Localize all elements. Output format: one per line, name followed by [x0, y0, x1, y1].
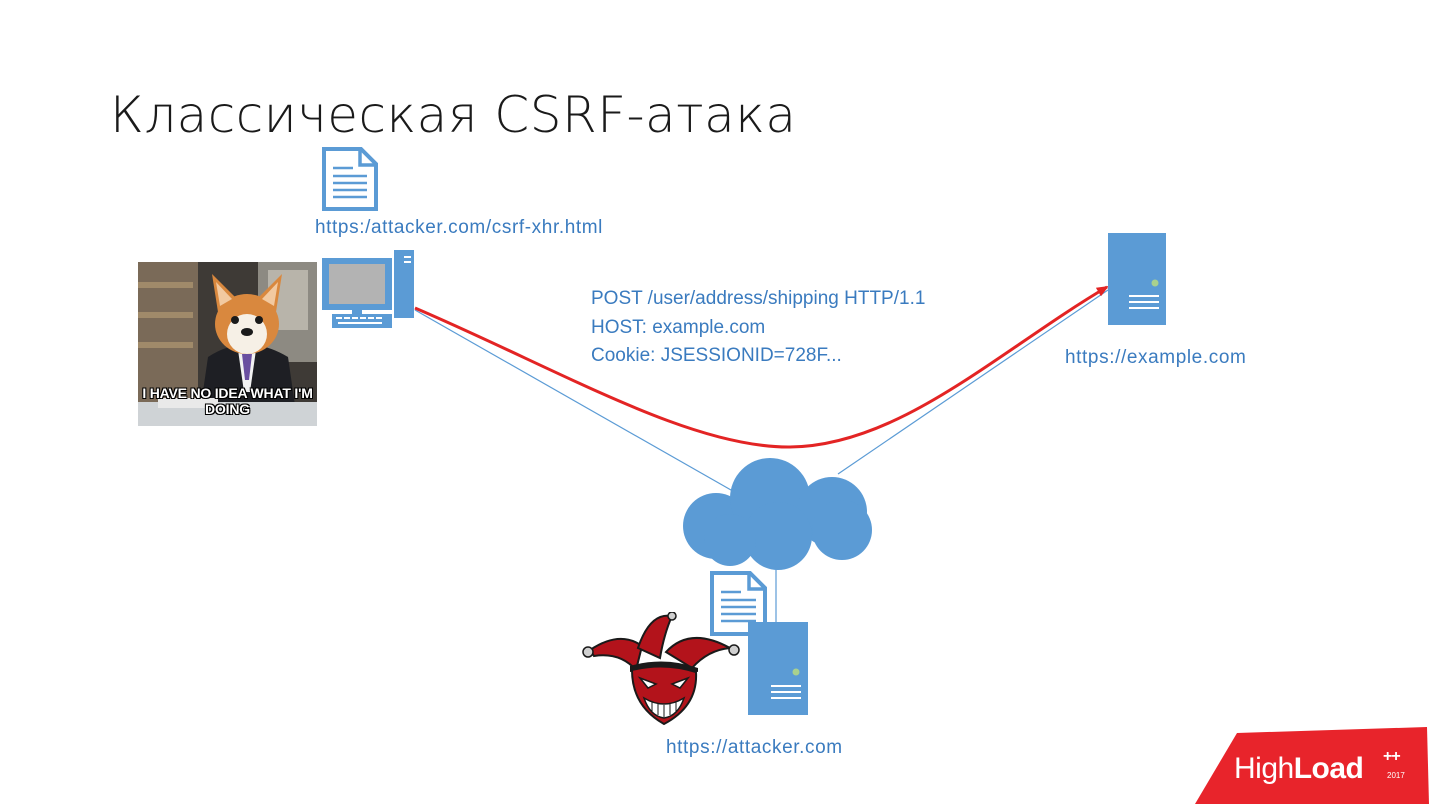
attacker-site-label: https://attacker.com	[666, 737, 843, 758]
server-icon	[748, 622, 808, 715]
highload-logo-text: HighLoad	[1234, 752, 1364, 786]
computer-icon	[322, 250, 414, 328]
logo-plus: ++	[1383, 748, 1401, 765]
request-details: POST /user/address/shipping HTTP/1.1 HOS…	[591, 285, 925, 371]
meme-caption-line1: I HAVE NO IDEA WHAT I'M	[142, 385, 313, 401]
cloud-icon	[683, 458, 872, 570]
connector-cloud-target	[837, 289, 1109, 475]
logo-year: 2017	[1387, 771, 1405, 780]
attack-request-arrow	[414, 285, 1109, 449]
document-icon	[322, 147, 378, 211]
logo-bold: Load	[1293, 752, 1364, 785]
server-icon	[1108, 233, 1166, 325]
request-line-method: POST /user/address/shipping HTTP/1.1	[591, 288, 926, 309]
request-line-host: HOST: example.com	[591, 316, 766, 338]
request-line-cookie: Cookie: JSESSIONID=728F...	[591, 345, 842, 366]
attacker-page-url: https:/attacker.com/csrf-xhr.html	[315, 217, 603, 238]
document-icon	[710, 571, 767, 636]
meme-caption-line2: DOING	[205, 401, 250, 417]
logo-prefix: High	[1234, 752, 1294, 785]
slide-title: Классическая CSRF-атака	[110, 86, 797, 144]
connector-client-cloud	[414, 309, 739, 495]
highload-logo-badge	[1195, 727, 1429, 804]
corgi-lawyer-illustration	[138, 262, 317, 426]
jester-icon	[582, 612, 740, 726]
meme-image: I HAVE NO IDEA WHAT I'M DOING	[138, 262, 317, 426]
target-site-label: https://example.com	[1065, 347, 1247, 368]
